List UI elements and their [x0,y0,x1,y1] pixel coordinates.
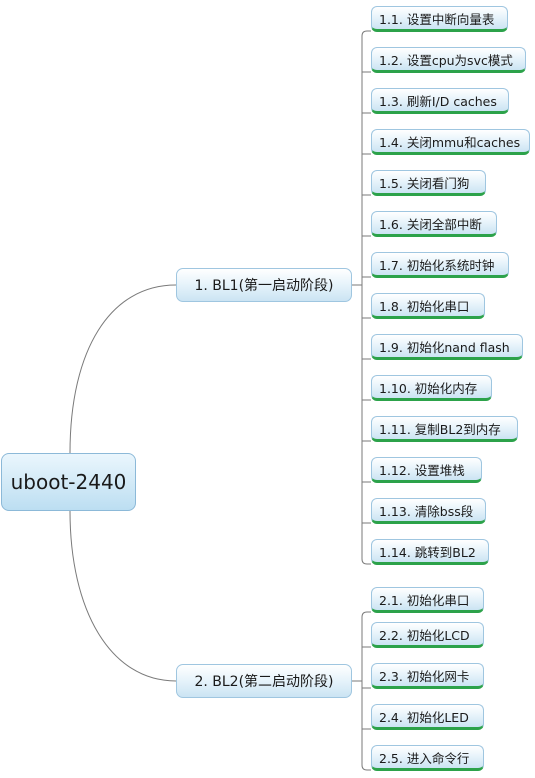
bl1-bracket-tick-13 [361,558,371,565]
bl2-bracket-tick-0 [361,611,371,618]
leaf-node[interactable]: 2.3. 初始化网卡 [371,663,484,689]
leaf-node[interactable]: 1.7. 初始化系统时钟 [371,252,509,278]
leaf-node[interactable]: 1.5. 关闭看门狗 [371,170,486,196]
leaf-node[interactable]: 1.10. 初始化内存 [371,375,492,401]
leaf-node[interactable]: 2.2. 初始化LCD [371,622,484,648]
leaf-node[interactable]: 1.13. 清除bss段 [371,498,486,524]
branch-node-bl1[interactable]: 1. BL1(第一启动阶段) [176,268,352,302]
leaf-node[interactable]: 1.3. 刷新I/D caches [371,88,509,114]
root-node[interactable]: uboot-2440 [1,453,136,511]
bl1-bracket-tick-0 [361,30,371,37]
leaf-node[interactable]: 1.8. 初始化串口 [371,293,485,319]
root-to-bl2-line [69,510,177,682]
leaf-node[interactable]: 2.1. 初始化串口 [371,587,484,613]
leaf-node[interactable]: 2.5. 进入命令行 [371,745,484,771]
leaf-node[interactable]: 1.6. 关闭全部中断 [371,211,497,237]
root-to-bl1-line [69,284,177,454]
branch-node-bl2[interactable]: 2. BL2(第二启动阶段) [176,664,352,698]
leaf-node[interactable]: 2.4. 初始化LED [371,704,484,730]
bl2-bracket-tick-4 [361,764,371,771]
leaf-node[interactable]: 1.14. 跳转到BL2 [371,539,489,565]
leaf-node[interactable]: 1.2. 设置cpu为svc模式 [371,47,526,73]
leaf-node[interactable]: 1.9. 初始化nand flash [371,334,523,360]
leaf-node[interactable]: 1.11. 复制BL2到内存 [371,416,518,442]
leaf-node[interactable]: 1.12. 设置堆栈 [371,457,482,483]
leaf-node[interactable]: 1.4. 关闭mmu和caches [371,129,530,155]
leaf-node[interactable]: 1.1. 设置中断向量表 [371,6,508,32]
